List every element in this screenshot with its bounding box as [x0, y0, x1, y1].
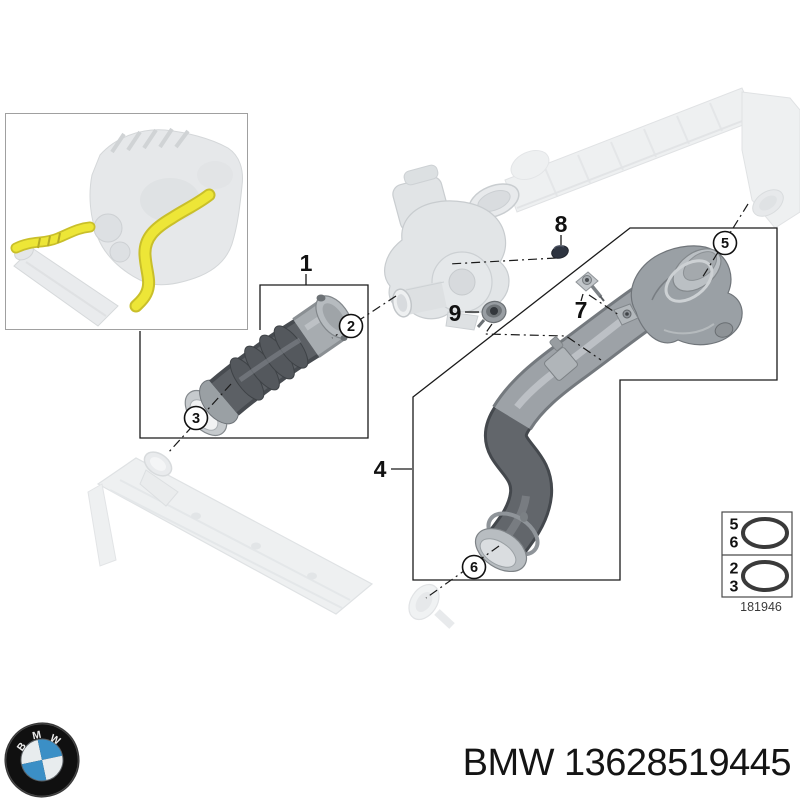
assembly-line-8: [448, 257, 557, 265]
callout-7-label: 7: [575, 297, 588, 323]
callout-6-circle: [461, 554, 487, 580]
turbocharger-art: [384, 164, 520, 331]
callout-3-label: 3: [192, 411, 200, 427]
inset-highlighted-hoses: [10, 188, 216, 313]
callout-4-label: 4: [374, 456, 387, 482]
inset-thumbnail: [5, 113, 248, 330]
assembly-line-9: [483, 323, 602, 361]
callout-3-circle: [183, 405, 209, 431]
roundel-quadrant: [21, 760, 47, 781]
legend-ref-5: 5: [730, 517, 739, 534]
bracket-part-4: [412, 227, 778, 581]
assembly-line-6: [425, 545, 500, 599]
callout-2-label: 2: [347, 319, 355, 335]
ribbed-hose-art: [184, 294, 353, 437]
callout-1-label: 1: [300, 250, 313, 276]
callouts: 1 4 7 8 9 2 3 5 6: [183, 211, 738, 580]
pipe-clamp: [544, 347, 578, 381]
callout-5-circle: [712, 230, 738, 256]
small-parts: [476, 245, 605, 328]
part-number-text: BMW 13628519445: [463, 742, 791, 784]
leader-7: [580, 293, 584, 302]
legend-ref-2: 2: [730, 561, 739, 578]
roundel-quadrant: [37, 739, 63, 760]
callout-2-circle: [338, 313, 364, 339]
callout-5-label: 5: [721, 236, 729, 252]
intercooler-art: [87, 451, 455, 629]
roundel-quadrant: [42, 755, 63, 781]
bracket-part-1: [139, 284, 369, 439]
callout-9-label: 9: [449, 300, 462, 326]
roundel-quadrant: [21, 739, 42, 765]
o-ring-icon: [741, 560, 789, 592]
intake-manifold-ghost: [504, 87, 800, 229]
charge-pipe-art: [474, 245, 743, 573]
callout-8-label: 8: [555, 211, 568, 237]
roundel-letter-m: M: [31, 729, 42, 743]
legend-ref-3: 3: [730, 579, 739, 596]
assembly-line-3: [166, 383, 232, 455]
assembly-line-7: [588, 294, 620, 316]
callout-6-label: 6: [470, 560, 478, 576]
o-ring-icon: [741, 517, 789, 549]
bmw-roundel-logo: B M W: [4, 722, 80, 798]
doc-number: 181946: [740, 600, 782, 614]
legend-ref-6: 6: [730, 535, 739, 552]
legend-box: 5 6 2 3 181946: [721, 511, 793, 614]
